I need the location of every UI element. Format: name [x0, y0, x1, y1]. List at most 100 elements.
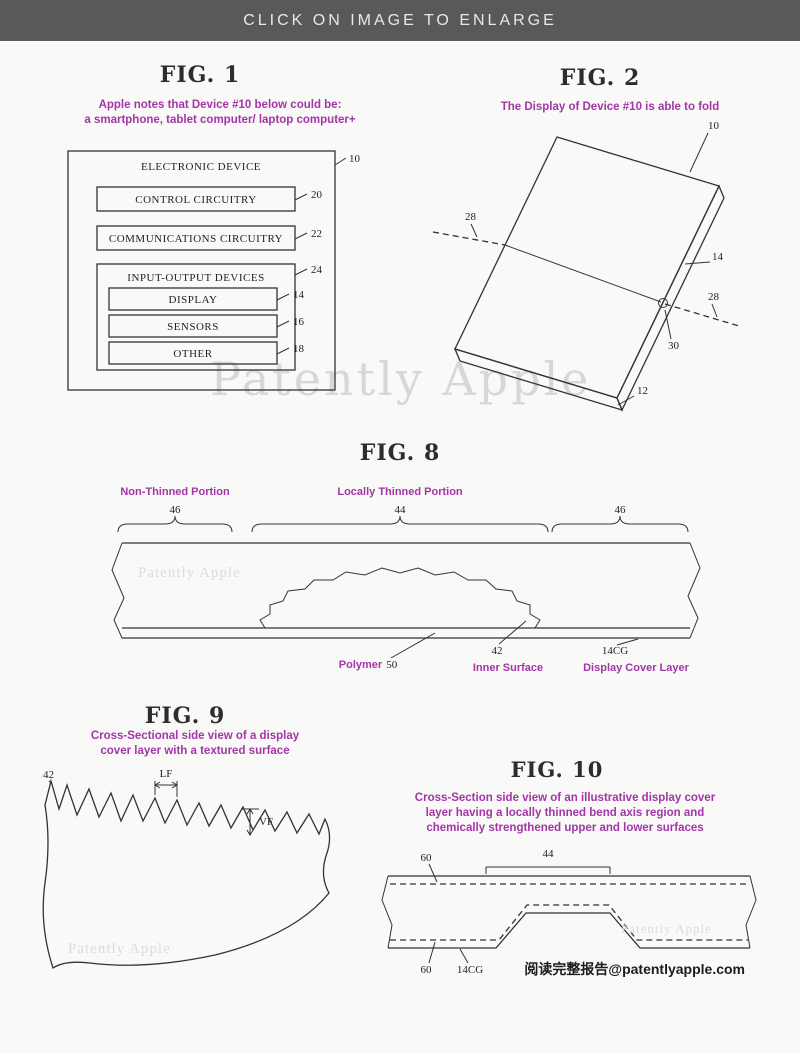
- fig2-caption: The Display of Device #10 is able to fol…: [500, 101, 720, 113]
- display-box: [108, 287, 278, 311]
- fig10-caption-line2: layer having a locally thinned bend axis…: [425, 807, 705, 819]
- arrowhead: [246, 829, 254, 836]
- leader-line: [428, 941, 436, 964]
- fold-axis-dashed-right: [664, 303, 740, 327]
- display-cover-layer-label: Display Cover Layer: [583, 662, 689, 674]
- ref-42: 42: [43, 769, 54, 781]
- brace-left: [117, 515, 233, 533]
- fold-point-circle: [658, 298, 668, 308]
- ref-10: 10: [708, 120, 720, 132]
- enlarge-banner: CLICK ON IMAGE TO ENLARGE: [0, 0, 800, 41]
- ref-20: 20: [311, 189, 323, 201]
- break-line-left: [381, 875, 393, 949]
- leader-line: [498, 620, 527, 645]
- ref-42: 42: [492, 645, 503, 657]
- ref-46-left: 46: [170, 504, 182, 516]
- leader-line: [390, 632, 436, 659]
- leader-line: [276, 293, 290, 301]
- ref-30: 30: [668, 340, 680, 352]
- fig10-title: FIG. 10: [510, 757, 604, 782]
- ref-14cg: 14CG: [602, 645, 628, 657]
- break-line-left: [111, 542, 125, 639]
- display-label: DISPLAY: [169, 294, 218, 306]
- ref-60-top: 60: [421, 852, 433, 864]
- device-bottom-edge: [453, 347, 624, 412]
- arrowhead: [171, 781, 178, 789]
- fig10-thinned-cover-drawing: 44 60 60 14CG Patently Apple: [381, 848, 757, 976]
- leader-line: [711, 303, 718, 318]
- read-full-report-link[interactable]: 阅读完整报告@patentlyapple.com: [524, 961, 745, 977]
- ref-10: 10: [349, 153, 360, 165]
- fig10-caption-line1: Cross-Section side view of an illustrati…: [414, 792, 716, 804]
- leader-line: [617, 395, 635, 406]
- ref-16: 16: [293, 316, 305, 328]
- fig1-caption-line2: a smartphone, tablet computer/ laptop co…: [84, 114, 356, 126]
- ref-46-right: 46: [615, 504, 627, 516]
- fig10-caption-line3: chemically strengthened upper and lower …: [426, 822, 704, 834]
- brace-center: [251, 515, 549, 533]
- leader-line: [276, 320, 290, 328]
- communications-circuitry-label: COMMUNICATIONS CIRCUITRY: [109, 233, 283, 245]
- fig10-caption: Cross-Section side view of an illustrati…: [395, 791, 735, 836]
- patently-apple-watermark-fig10: Patently Apple: [621, 921, 712, 936]
- electronic-device-label: ELECTRONIC DEVICE: [141, 161, 261, 173]
- leader-line: [294, 193, 308, 201]
- fig9-caption-line2: cover layer with a textured surface: [100, 745, 290, 757]
- inner-surface-label: Inner Surface: [473, 662, 543, 674]
- leader-line: [689, 132, 709, 173]
- non-thinned-portion-label: Non-Thinned Portion: [120, 486, 230, 498]
- fig1-caption-line1: Apple notes that Device #10 below could …: [98, 99, 342, 111]
- bottom-surface-stepped-line: [388, 912, 750, 949]
- ref-lf: LF: [160, 768, 173, 780]
- fig1-caption: Apple notes that Device #10 below could …: [40, 98, 400, 128]
- ref-vf: VF: [259, 816, 273, 828]
- patently-apple-watermark-fig8: Patently Apple: [138, 565, 241, 581]
- fig9-textured-surface-drawing: 42 LF VF Patently Apple: [42, 768, 331, 970]
- control-circuitry-box: [96, 186, 296, 212]
- leader-line: [684, 261, 711, 265]
- locally-thinned-portion-label: Locally Thinned Portion: [337, 486, 463, 498]
- fig2-title: FIG. 2: [559, 65, 641, 91]
- fig1-block-diagram: ELECTRONIC DEVICE 10 CONTROL CIRCUITRY 2…: [67, 150, 360, 391]
- sensors-box: [108, 314, 278, 338]
- ref-24: 24: [311, 264, 323, 276]
- other-box: [108, 341, 278, 365]
- ref-14: 14: [293, 289, 305, 301]
- fig9-caption-line1: Cross-Sectional side view of a display: [90, 730, 300, 742]
- other-label: OTHER: [173, 348, 212, 360]
- leader-line: [616, 638, 639, 646]
- electronic-device-box: [67, 150, 336, 391]
- leader-line: [470, 223, 478, 238]
- ref-22: 22: [311, 228, 322, 240]
- fig8-title: FIG. 8: [359, 440, 441, 466]
- ref-44: 44: [395, 504, 407, 516]
- ref-14cg: 14CG: [457, 964, 483, 976]
- patently-apple-watermark: Patently Apple: [210, 352, 592, 406]
- ref-28-right: 28: [708, 291, 720, 303]
- ref-18: 18: [293, 343, 305, 355]
- sensors-label: SENSORS: [167, 321, 219, 333]
- brace-right: [551, 515, 689, 533]
- communications-circuitry-box: [96, 225, 296, 251]
- break-line-right: [745, 875, 757, 949]
- device-right-edge: [616, 184, 725, 412]
- input-output-devices-box: [96, 263, 296, 371]
- fold-axis-line: [504, 244, 662, 303]
- fig9-caption: Cross-Sectional side view of a display c…: [45, 729, 345, 759]
- leader-line: [276, 347, 290, 355]
- ref-60-bottom: 60: [421, 964, 433, 976]
- bottom-strengthened-layer-dashed: [390, 904, 748, 941]
- arrowhead: [154, 781, 161, 789]
- ref-28-left: 28: [465, 211, 477, 223]
- leader-line: [664, 309, 672, 340]
- leader-line: [459, 948, 469, 964]
- break-line-right: [687, 542, 701, 639]
- patently-apple-watermark-fig9: Patently Apple: [68, 941, 171, 957]
- fig2-foldable-device-drawing: 10 28 14 28 30 12: [432, 120, 740, 412]
- fig1-title: FIG. 1: [159, 62, 241, 88]
- input-output-devices-label: INPUT-OUTPUT DEVICES: [127, 272, 264, 284]
- ref-12: 12: [637, 385, 648, 397]
- leader-line: [428, 863, 438, 883]
